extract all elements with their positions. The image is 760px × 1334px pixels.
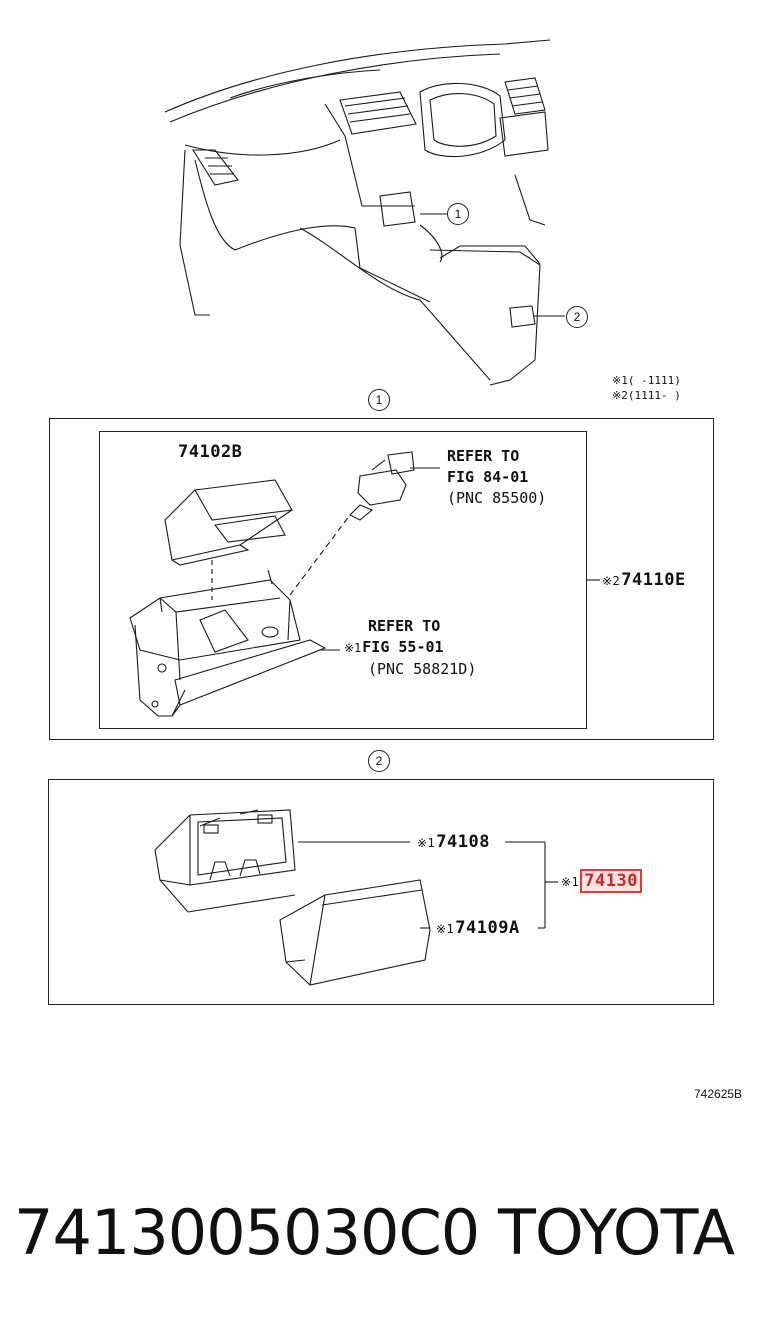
refer-note-fig-84[interactable]: REFER TO FIG 84-01 (PNC 85500) — [447, 446, 546, 509]
refer-note-fig-55[interactable]: REFER TO ※1FIG 55-01 (PNC 58821D) — [344, 616, 477, 680]
year-note-2: ※2(1111- ) — [612, 389, 681, 402]
callout-label: 2 — [375, 754, 383, 768]
part-label-74109a[interactable]: ※174109A — [436, 918, 520, 938]
callout-label: 2 — [573, 310, 581, 324]
assembly-label-74110e[interactable]: ※274110E — [602, 570, 686, 590]
part-code: 74109A — [455, 918, 520, 938]
overview-callout-1[interactable]: 1 — [447, 203, 469, 225]
dashboard-overview-drawing — [164, 39, 565, 386]
note-mark: ※2 — [602, 574, 621, 588]
year-note-1: ※1( -1111) — [612, 374, 681, 387]
part-code: 74110E — [621, 570, 686, 590]
section-1-frame — [49, 418, 714, 740]
section-1-drawing — [129, 451, 440, 717]
refer-line-3: (PNC 58821D) — [368, 660, 477, 678]
note-mark: ※1 — [436, 922, 455, 936]
section-1-inner-frame — [99, 431, 587, 729]
note-mark: ※1 — [561, 875, 580, 889]
overview-callout-2[interactable]: 2 — [566, 306, 588, 328]
highlighted-part-code: 74130 — [580, 869, 642, 893]
part-label-74102b[interactable]: 74102B — [178, 442, 243, 462]
part-label-74108[interactable]: ※174108 — [417, 832, 490, 852]
brand-name: TOYOTA — [498, 1196, 735, 1269]
refer-line-3: (PNC 85500) — [447, 489, 547, 507]
part-code: 74108 — [436, 832, 490, 852]
section-2-frame — [48, 779, 714, 1005]
section-1-callout[interactable]: 1 — [368, 389, 390, 411]
section-2-drawing — [154, 809, 558, 986]
refer-line-2: FIG 55-01 — [362, 638, 444, 656]
note-mark: ※1 — [417, 836, 436, 850]
diagram-id: 742625B — [694, 1087, 743, 1101]
part-number-title: 7413005030C0 — [14, 1196, 480, 1269]
refer-line-1: REFER TO — [447, 447, 520, 465]
callout-label: 1 — [375, 393, 383, 407]
section-2-callout[interactable]: 2 — [368, 750, 390, 772]
note-mark: ※1 — [344, 641, 362, 655]
refer-line-1: REFER TO — [368, 617, 441, 635]
refer-line-2-wrap: ※1FIG 55-01 — [344, 637, 476, 659]
refer-line-2: FIG 84-01 — [447, 468, 529, 486]
callout-label: 1 — [454, 207, 462, 221]
